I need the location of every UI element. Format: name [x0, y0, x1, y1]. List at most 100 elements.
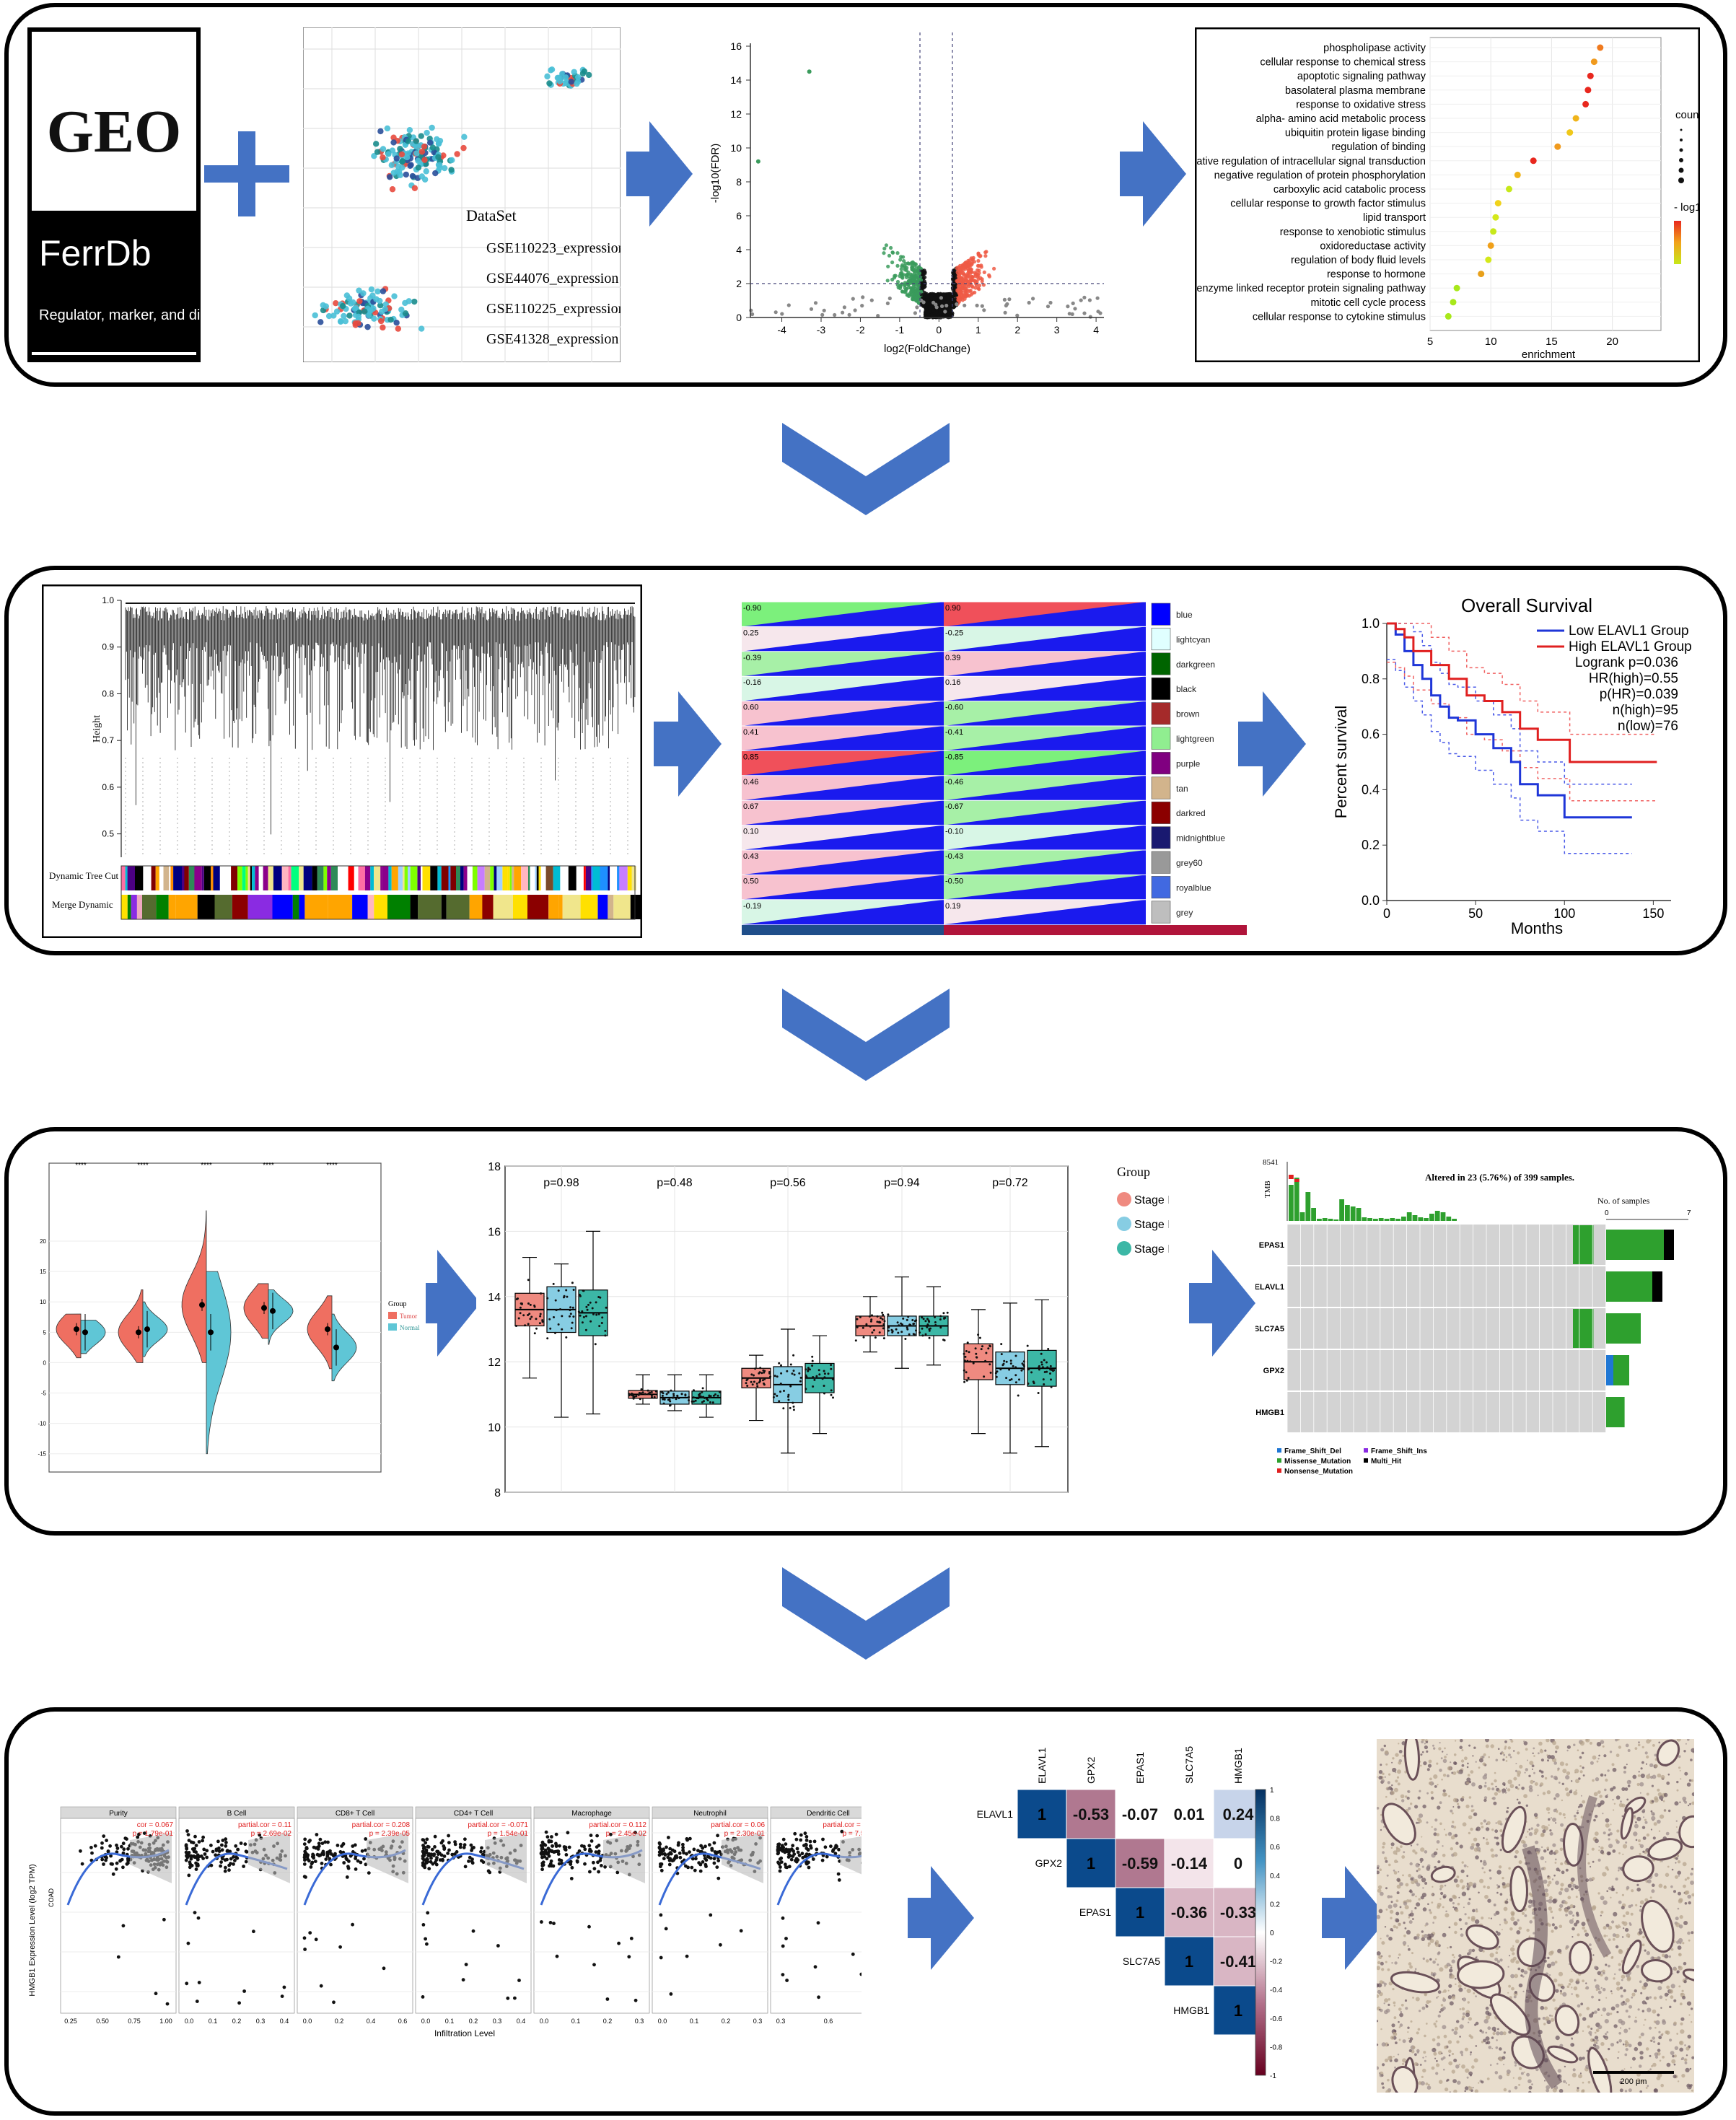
timer-point [678, 1855, 683, 1860]
timer-point [336, 1844, 340, 1847]
volcano-point [898, 273, 902, 279]
timer-point [109, 1862, 113, 1866]
violin-half [118, 1289, 144, 1363]
timer-point [214, 1847, 219, 1852]
oncoprint-tmb-bar [1289, 1185, 1294, 1221]
stage-point [887, 1313, 890, 1316]
oncoprint-tmb-bar [1446, 1217, 1452, 1221]
timer-point [550, 1849, 554, 1854]
heatmap-module-label: darkred [1176, 808, 1206, 818]
timer-point [115, 1843, 118, 1847]
timer-point [564, 1848, 568, 1852]
stage-point [874, 1336, 877, 1339]
timer-point [214, 1853, 218, 1857]
enrichment-legend-count: count [1675, 109, 1700, 121]
stage-point [1037, 1392, 1040, 1394]
timer-point [209, 1844, 213, 1847]
volcano-ytick: 16 [730, 40, 742, 52]
volcano-point [958, 279, 963, 284]
stage-point [559, 1308, 561, 1310]
timer-point [716, 1876, 721, 1880]
corr-cell [1066, 1789, 1116, 1839]
timer-point [592, 1867, 597, 1871]
stage-point [535, 1318, 538, 1320]
histology-gland [1621, 1939, 1642, 1975]
enrichment-xtick: 15 [1546, 336, 1558, 348]
stage-point [579, 1314, 582, 1317]
stage-point [672, 1394, 675, 1397]
heatmap-value: -0.50 [945, 877, 963, 885]
enrichment-dot [1584, 87, 1592, 94]
timer-point [808, 1839, 812, 1844]
volcano-point [780, 312, 784, 316]
corr-value: 1 [1136, 1904, 1144, 1922]
stage-point [871, 1331, 874, 1334]
stage-point [906, 1328, 909, 1331]
timer-point [545, 1835, 550, 1839]
timer-point [450, 1852, 455, 1857]
stage-point [1009, 1379, 1012, 1382]
timer-point [239, 1841, 243, 1845]
stage-point [519, 1312, 522, 1315]
stage-point [967, 1377, 970, 1380]
corr-value: 0 [1234, 1854, 1242, 1872]
stage-point [696, 1397, 698, 1400]
corr-scale-tick: 1 [1270, 1787, 1274, 1795]
volcano-point [921, 300, 926, 305]
timer-point [142, 1831, 146, 1835]
volcano-point [911, 283, 916, 287]
umap-point [364, 323, 371, 330]
stage-point [1045, 1370, 1048, 1373]
timer-xtick: 0.0 [185, 2018, 194, 2025]
volcano-point [906, 282, 911, 286]
oncoprint-tmb-bar [1322, 1218, 1328, 1221]
volcano-point [1087, 298, 1092, 302]
ferrdb-box: FerrDb Regulator, marker, and disease [32, 211, 239, 358]
timer-point [552, 1922, 556, 1925]
stage-point [753, 1374, 755, 1377]
timer-point [676, 1843, 680, 1847]
volcano-xtick: -4 [777, 324, 786, 336]
volcano-point [968, 289, 973, 293]
corr-cell [1213, 1838, 1263, 1888]
timer-point [185, 1851, 190, 1855]
stage-point [530, 1315, 533, 1318]
stage-point [584, 1328, 587, 1331]
enrichment-term: enzyme linked receptor protein signaling… [1196, 283, 1426, 294]
timer-point [303, 1853, 307, 1857]
stage-pvalue: p=0.48 [657, 1177, 692, 1189]
stage-point [599, 1296, 602, 1299]
stage-point [919, 1331, 921, 1334]
timer-xtick: 0.2 [469, 2018, 478, 2025]
timer-xtick: 0.1 [445, 2018, 455, 2025]
volcano-xlabel: log2(FoldChange) [884, 343, 970, 355]
umap-point [377, 128, 384, 135]
timer-point [359, 1860, 363, 1865]
timer-point [517, 1979, 521, 1982]
enrichment-legend-color: - log10 [1674, 201, 1700, 214]
umap-point [399, 159, 405, 165]
timer-xtick: 0.0 [421, 2018, 431, 2025]
stage-point [641, 1391, 644, 1394]
timer-point [220, 1843, 224, 1847]
stage-point [897, 1331, 900, 1334]
umap-point [421, 157, 428, 163]
enrichment-xtick: 5 [1427, 336, 1433, 348]
stage-point [555, 1308, 558, 1311]
stage-point [776, 1394, 779, 1397]
volcano-xtick: 4 [1093, 324, 1099, 336]
timer-point [122, 1847, 126, 1852]
oncoprint-tmb-bar [1328, 1219, 1333, 1221]
enrichment-term: regulation of body fluid levels [1291, 255, 1426, 266]
volcano-point [963, 273, 968, 278]
umap-point [571, 69, 577, 75]
timer-point [329, 1862, 333, 1867]
volcano-point [841, 310, 845, 315]
timer-point [194, 1867, 198, 1871]
stage-point [978, 1336, 981, 1339]
timer-point [627, 1955, 631, 1959]
oncoprint-legend-swatch [1277, 1458, 1281, 1463]
timer-point [659, 1862, 662, 1866]
stage-point [868, 1315, 871, 1318]
volcano-point [940, 304, 944, 308]
